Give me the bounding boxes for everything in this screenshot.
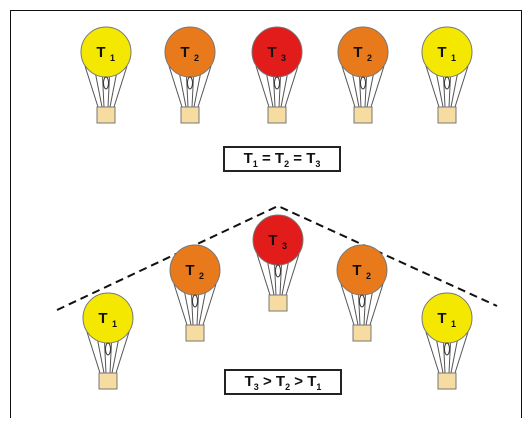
burner-flame: [444, 76, 450, 90]
burner-flame: [192, 294, 198, 308]
balloon-label: T: [352, 262, 361, 279]
figure-frame: [10, 10, 522, 418]
rope: [168, 65, 183, 108]
rope: [197, 65, 212, 108]
balloon-envelope: [336, 244, 388, 296]
rope: [115, 331, 130, 374]
basket: [180, 106, 200, 124]
balloon-envelope: [252, 214, 304, 266]
rope: [202, 283, 217, 326]
rope: [369, 283, 384, 326]
rope: [285, 253, 300, 296]
balloon-label: T: [185, 262, 194, 279]
rope: [84, 65, 99, 108]
balloon-envelope: [169, 244, 221, 296]
balloon-label: T: [98, 310, 107, 327]
equation-equal-box: T1 = T2 = T3: [223, 146, 341, 172]
balloon-label: T: [268, 232, 277, 249]
rope: [454, 331, 469, 374]
basket: [352, 324, 372, 342]
balloon-envelope: [337, 26, 389, 78]
burner-flame: [105, 342, 111, 356]
balloon-envelope: [251, 26, 303, 78]
rope: [425, 65, 440, 108]
balloon-label: T: [353, 44, 362, 61]
burner-flame: [359, 294, 365, 308]
balloon-envelope: [82, 292, 134, 344]
burner-flame: [444, 342, 450, 356]
rope: [425, 331, 440, 374]
rope: [284, 65, 299, 108]
rope: [256, 253, 271, 296]
rope: [340, 283, 355, 326]
balloon-label-subscript: 1: [112, 319, 117, 329]
basket: [268, 294, 288, 312]
dashed-profile-line: [56, 204, 498, 311]
balloon-envelope: [164, 26, 216, 78]
balloon-label-subscript: 1: [451, 319, 456, 329]
balloon-label: T: [437, 44, 446, 61]
balloon-label-subscript: 2: [367, 53, 372, 63]
balloon-label-subscript: 2: [199, 271, 204, 281]
burner-flame: [274, 76, 280, 90]
basket: [437, 106, 457, 124]
balloon-label: T: [267, 44, 276, 61]
balloon-label-subscript: 2: [194, 53, 199, 63]
balloon-label-subscript: 3: [282, 241, 287, 251]
balloon-label: T: [96, 44, 105, 61]
rope: [255, 65, 270, 108]
balloon-envelope: [421, 292, 473, 344]
rope: [454, 65, 469, 108]
rope: [173, 283, 188, 326]
balloon-label: T: [180, 44, 189, 61]
basket: [96, 106, 116, 124]
rope: [341, 65, 356, 108]
balloon-label-subscript: 2: [366, 271, 371, 281]
basket: [353, 106, 373, 124]
basket: [98, 372, 118, 390]
balloon-envelope: [421, 26, 473, 78]
burner-flame: [360, 76, 366, 90]
balloon-label-subscript: 1: [451, 53, 456, 63]
equation-inequality-box: T3 > T2 > T1: [224, 369, 342, 395]
balloon-envelope: [80, 26, 132, 78]
rope: [370, 65, 385, 108]
basket: [267, 106, 287, 124]
basket: [437, 372, 457, 390]
rope: [113, 65, 128, 108]
balloon-label: T: [437, 310, 446, 327]
balloon-label-subscript: 3: [281, 53, 286, 63]
burner-flame: [275, 264, 281, 278]
basket: [185, 324, 205, 342]
balloon-label-subscript: 1: [110, 53, 115, 63]
burner-flame: [187, 76, 193, 90]
burner-flame: [103, 76, 109, 90]
rope: [86, 331, 101, 374]
